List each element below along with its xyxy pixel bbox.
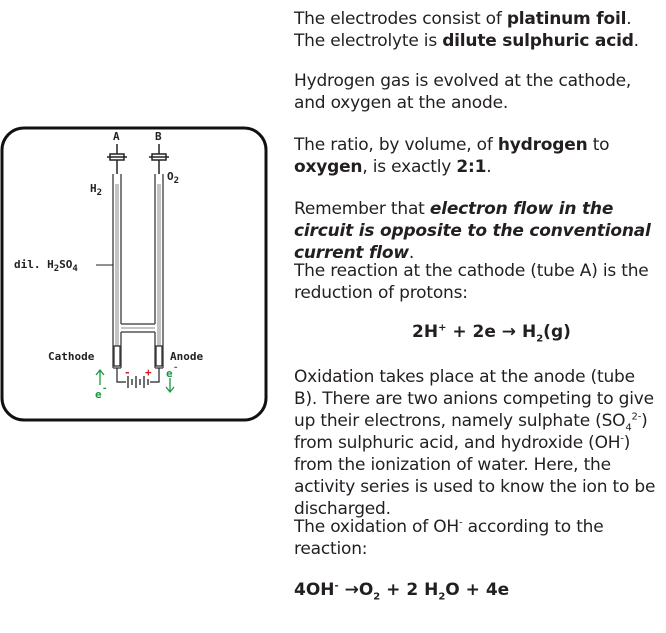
electron-left-label: e: [95, 388, 102, 401]
paragraph-electron-flow: Remember that electron flow in the circu…: [294, 198, 662, 264]
tube-b-label: B: [155, 130, 162, 143]
p1-text-a: The electrodes consist of: [294, 9, 507, 29]
p4-text-c: .: [408, 243, 415, 263]
p3-hydrogen: hydrogen: [497, 135, 588, 155]
p4-emphasis: electron flow in the circuit is opposite…: [294, 199, 651, 263]
p3-text-a: The ratio, by volume, of: [294, 135, 498, 155]
cathode-plate: [113, 345, 121, 367]
stopcock-b: [149, 144, 169, 174]
anode-plate: [155, 345, 163, 367]
external-circuit: [116, 368, 160, 383]
anode-label: Anode: [170, 350, 203, 363]
p6-text-a: Oxidation takes place at the anode (tube…: [294, 367, 654, 431]
electron-right-charge: -: [173, 363, 178, 373]
hydrogen-label: H2: [90, 182, 102, 198]
oxygen-label: O2: [167, 170, 179, 186]
tube-a-label: A: [113, 130, 120, 143]
p3-text-e: , is exactly: [362, 157, 457, 177]
voltameter-tubes: [112, 174, 164, 369]
battery-minus: -: [124, 366, 131, 379]
p3-oxygen: oxygen: [294, 157, 363, 177]
paragraph-gases: Hydrogen gas is evolved at the cathode, …: [294, 71, 632, 113]
electron-flow-right: e -: [165, 363, 178, 394]
p3-text-c: to: [587, 135, 610, 155]
p1-text-e: .: [633, 31, 639, 51]
stopcock-a: [107, 144, 127, 174]
battery-plus: +: [145, 366, 152, 379]
p6-text-b: ) from sulphuric acid, and hydroxide (OH: [294, 411, 648, 453]
anode-equation: 4OH- →O2 + 2 H2O + 4e: [294, 580, 510, 603]
electrolyte-label: dil. H2SO4: [14, 258, 78, 274]
paragraph-anode: Oxidation takes place at the anode (tube…: [294, 367, 656, 519]
p4-text-a: Remember that: [294, 199, 430, 219]
electrolysis-diagram: A B H2 O2 dil. H2SO4 Cathode Anode - + e…: [0, 126, 268, 422]
p1-text-c: . The electrolyte is: [294, 9, 632, 51]
p3-ratio: 2:1: [456, 157, 487, 177]
electron-flow-left: e -: [95, 368, 107, 401]
p3-text-g: .: [486, 157, 492, 177]
p1-platinum: platinum foil: [506, 9, 627, 29]
p6-text-c: ) from the ionization of water. Here, th…: [294, 433, 656, 519]
p1-acid: dilute sulphuric acid: [442, 31, 634, 51]
paragraph-oxidation: The oxidation of OH- according to the re…: [294, 517, 604, 559]
electron-right-label: e: [166, 367, 173, 380]
paragraph-electrodes: The electrodes consist of platinum foil.…: [294, 8, 662, 52]
paragraph-ratio: The ratio, by volume, of hydrogen to oxy…: [294, 134, 662, 178]
electrolyte-level: [115, 184, 161, 366]
electron-left-charge: -: [102, 384, 107, 394]
paragraph-cathode: The reaction at the cathode (tube A) is …: [294, 261, 649, 303]
diagram-frame: [0, 126, 268, 422]
cathode-equation: 2H+ + 2e → H2(g): [412, 322, 571, 345]
cathode-label: Cathode: [48, 350, 95, 363]
battery-icon: [127, 376, 149, 388]
